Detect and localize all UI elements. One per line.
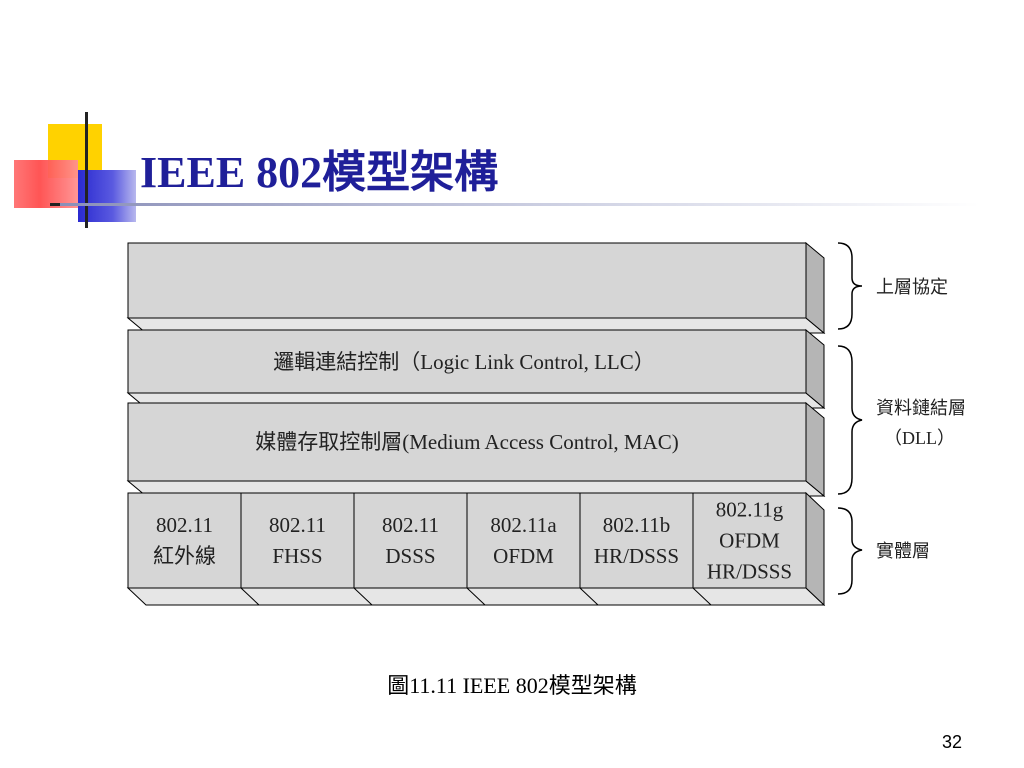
physical-cell-label: FHSS bbox=[272, 544, 322, 568]
brace-label-upper: 上層協定 bbox=[876, 277, 948, 297]
upper-layer-box bbox=[126, 241, 826, 335]
physical-cell-label: DSSS bbox=[385, 544, 435, 568]
physical-layer-box: 802.11紅外線802.11FHSS802.11DSSS802.11aOFDM… bbox=[126, 491, 826, 607]
physical-cell-box bbox=[127, 492, 242, 589]
physical-cell-box bbox=[240, 492, 355, 589]
physical-cell-label: 802.11a bbox=[490, 513, 557, 537]
physical-cell-label: 紅外線 bbox=[153, 544, 216, 568]
physical-cell-label: OFDM bbox=[493, 544, 554, 568]
physical-cell-label: HR/DSSS bbox=[707, 560, 792, 584]
llc-label: 邏輯連結控制（Logic Link Control, LLC） bbox=[273, 350, 654, 374]
physical-cell-label: 802.11b bbox=[603, 513, 670, 537]
mac-label: 媒體存取控制層(Medium Access Control, MAC) bbox=[255, 430, 678, 454]
physical-cell-label: 802.11 bbox=[156, 513, 213, 537]
figure-caption: 圖11.11 IEEE 802模型架構 bbox=[387, 673, 637, 698]
slide-title: IEEE 802模型架構 bbox=[140, 148, 499, 197]
mac-layer-box: 媒體存取控制層(Medium Access Control, MAC) bbox=[126, 401, 826, 498]
physical-cell-box bbox=[466, 492, 581, 589]
brace-label-dll-2: （DLL） bbox=[884, 428, 955, 448]
physical-cell-label: 802.11 bbox=[382, 513, 439, 537]
page-number: 32 bbox=[941, 732, 962, 752]
physical-cell-label: OFDM bbox=[719, 529, 780, 553]
physical-cell-box bbox=[579, 492, 694, 589]
brace-label-physical: 實體層 bbox=[876, 541, 930, 561]
physical-cell-label: 802.11g bbox=[716, 498, 784, 522]
brace-label-dll-1: 資料鏈結層 bbox=[876, 398, 966, 418]
physical-cell: 802.11 紅外線 bbox=[127, 492, 242, 589]
title-underline bbox=[60, 203, 980, 206]
physical-cell-label: HR/DSSS bbox=[594, 544, 679, 568]
physical-cell-box bbox=[692, 492, 807, 589]
decor-vertical-line bbox=[85, 112, 88, 228]
llc-layer-box: 邏輯連結控制（Logic Link Control, LLC） bbox=[126, 328, 826, 410]
physical-cell-box bbox=[353, 492, 468, 589]
decor-red-square bbox=[14, 160, 78, 208]
brace-dll bbox=[837, 345, 863, 495]
physical-cell-label: 802.11 bbox=[269, 513, 326, 537]
brace-physical bbox=[837, 507, 863, 595]
brace-upper bbox=[837, 242, 863, 330]
